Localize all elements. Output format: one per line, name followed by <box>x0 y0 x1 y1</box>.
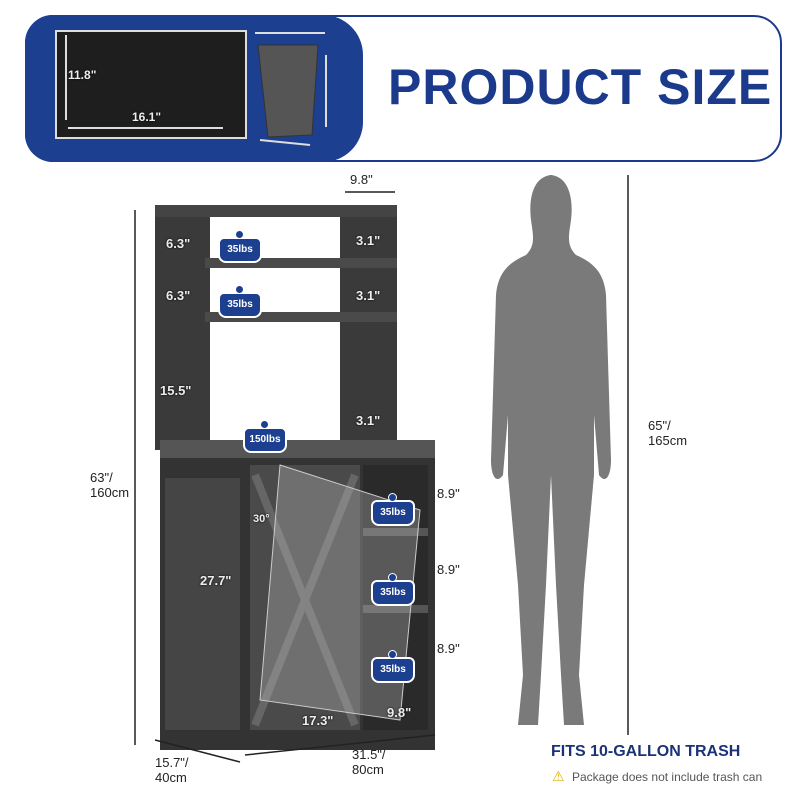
interior-width-label: 16.1" <box>132 110 162 124</box>
weight-badge-shelf-1: 35lbs <box>218 230 262 263</box>
rail-2-label: 3.1" <box>356 288 381 303</box>
page-title: PRODUCT SIZE <box>388 59 773 115</box>
cube-1-label: 8.9" <box>437 486 460 501</box>
cube-3-label: 8.9" <box>437 641 460 656</box>
cube-width-label: 9.8" <box>387 705 412 720</box>
depth-label: 15.7"/ 40cm <box>155 755 189 785</box>
door-width-label: 17.3" <box>302 713 334 728</box>
cube-2-label: 8.9" <box>437 562 460 577</box>
package-note: Package does not include trash can <box>572 770 762 784</box>
door-angle-label: 30° <box>253 513 270 525</box>
package-note-text: Package does not include trash can <box>572 770 763 784</box>
weight-badge-cube-2: 35lbs <box>371 573 415 606</box>
rail-1-label: 3.1" <box>356 233 381 248</box>
weight-badge-top: 150lbs <box>243 420 287 453</box>
dimension-lines <box>134 175 629 763</box>
hutch <box>155 205 435 462</box>
cabinet-interior-photo <box>55 30 247 139</box>
rail-3-label: 3.1" <box>356 413 381 428</box>
hutch-depth-label: 9.8" <box>350 172 373 187</box>
width-line <box>68 127 223 129</box>
shelf-gap-2-label: 6.3" <box>166 288 191 303</box>
person-silhouette <box>491 175 611 725</box>
total-height-label: 63"/ 160cm <box>90 470 130 500</box>
weight-badge-cube-1: 35lbs <box>371 493 415 526</box>
person-height-label: 65"/ 165cm <box>648 418 688 448</box>
interior-height-label: 11.8" <box>68 68 97 82</box>
open-gap-label: 15.5" <box>160 383 192 398</box>
trash-can-illustration <box>255 32 327 146</box>
width-label: 31.5"/ 80cm <box>352 747 386 777</box>
warning-icon: ⚠ <box>552 768 565 784</box>
door-height-label: 27.7" <box>200 573 232 588</box>
shelf-gap-1-label: 6.3" <box>166 236 191 251</box>
weight-badge-cube-3: 35lbs <box>371 650 415 683</box>
fits-trash-headline: FITS 10-GALLON TRASH <box>551 743 741 760</box>
height-line <box>65 35 67 120</box>
weight-badge-shelf-2: 35lbs <box>218 285 262 318</box>
